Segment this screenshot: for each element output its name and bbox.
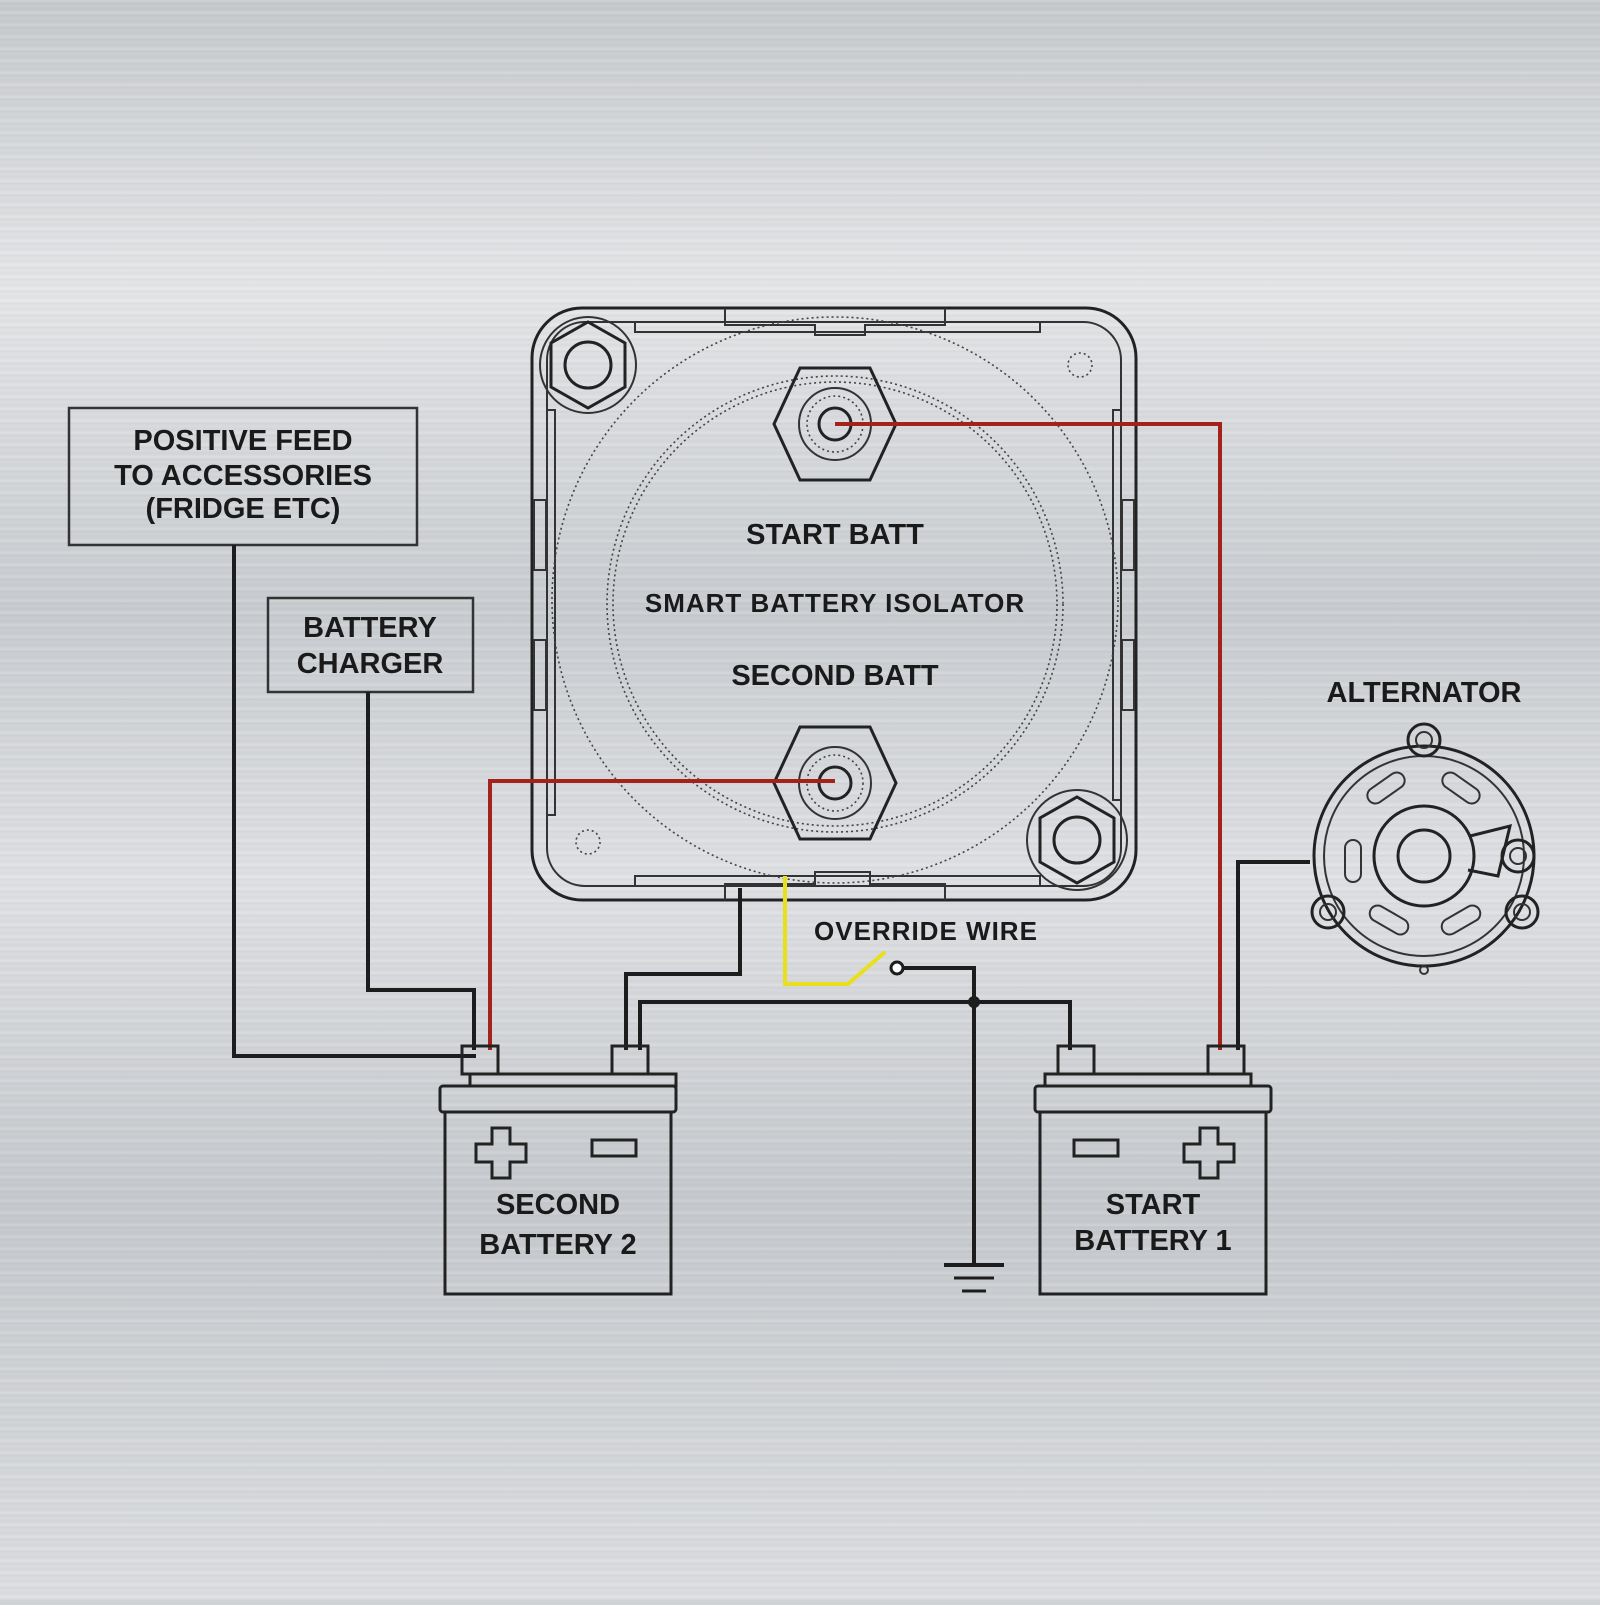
start-battery-line-1: START [1106, 1189, 1201, 1221]
wire-positive-feed [232, 545, 476, 1058]
wire-override [783, 876, 887, 986]
battery-charger-line-2: CHARGER [297, 648, 444, 680]
plus-icon [474, 1126, 528, 1180]
second-battery: SECOND BATTERY 2 [438, 1044, 678, 1296]
wire-ground-bus [638, 1000, 1072, 1050]
start-battery: START BATTERY 1 [1033, 1044, 1273, 1296]
start-battery-line-2: BATTERY 1 [1074, 1225, 1231, 1257]
wire-second-batt [488, 779, 835, 1050]
override-wire-label: OVERRIDE WIRE [814, 916, 1038, 946]
override-contact-icon [889, 960, 905, 976]
isolator-title: SMART BATTERY ISOLATOR [645, 588, 1025, 618]
alternator-label: ALTERNATOR [1327, 677, 1522, 709]
mount-hole-bottom-left [575, 829, 601, 855]
plus-icon [1182, 1126, 1236, 1180]
mount-bolt-top-left [539, 316, 637, 414]
battery-charger-line-1: BATTERY [303, 612, 437, 644]
smart-battery-isolator: START BATT SMART BATTERY ISOLATOR SECOND… [530, 306, 1138, 902]
battery-charger-box: BATTERY CHARGER [266, 596, 475, 694]
mount-bolt-bottom-right [1026, 789, 1128, 891]
isolator-second-label: SECOND BATT [731, 660, 939, 692]
wire-charger [366, 692, 476, 1050]
positive-feed-line-3: (FRIDGE ETC) [146, 493, 341, 525]
second-battery-line-2: BATTERY 2 [479, 1229, 636, 1261]
mount-hole-top-right [1067, 352, 1093, 378]
minus-icon [590, 1138, 638, 1158]
second-battery-line-1: SECOND [496, 1189, 620, 1221]
positive-feed-line-1: POSITIVE FEED [133, 425, 352, 457]
wire-alternator [1236, 860, 1310, 1050]
wire-start-batt [835, 422, 1222, 1050]
minus-icon [1072, 1138, 1120, 1158]
wire-isolator-ground [624, 888, 742, 1050]
ground-icon [944, 1263, 1004, 1293]
wire-override-contact [903, 966, 976, 1265]
positive-feed-box: POSITIVE FEED TO ACCESSORIES (FRIDGE ETC… [67, 406, 419, 547]
positive-feed-line-2: TO ACCESSORIES [114, 460, 372, 492]
ground-junction [968, 996, 980, 1008]
alternator: ALTERNATOR [1310, 677, 1540, 975]
isolator-start-label: START BATT [746, 519, 924, 551]
